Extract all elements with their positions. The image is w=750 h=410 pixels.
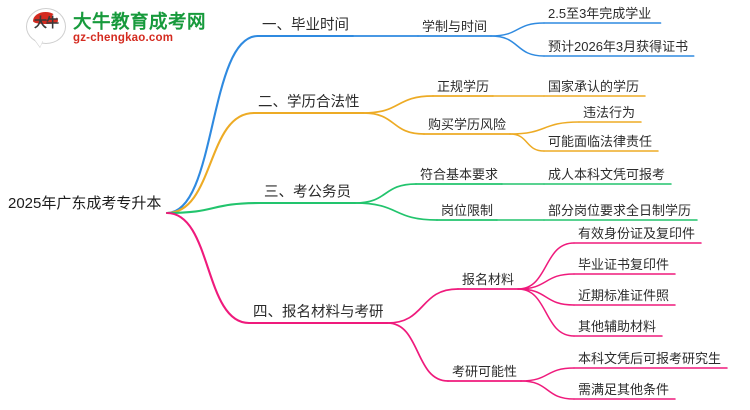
connector-path bbox=[386, 322, 449, 382]
connector-path bbox=[520, 380, 575, 400]
subnode-civil_service-0[interactable]: 符合基本要求 bbox=[420, 167, 499, 182]
connector-path bbox=[490, 35, 545, 57]
connector-path bbox=[165, 34, 260, 215]
logo-bubble-tail bbox=[35, 40, 43, 47]
leaf-graduation-0-1[interactable]: 预计2026年3月获得证书 bbox=[548, 39, 689, 54]
leaf-legality-1-0[interactable]: 违法行为 bbox=[583, 105, 636, 120]
root-node[interactable]: 2025年广东成考专升本 bbox=[8, 195, 162, 212]
leaf-materials-0-1[interactable]: 毕业证书复印件 bbox=[578, 257, 670, 272]
connector-path bbox=[165, 201, 262, 215]
branch-node-legality[interactable]: 二、学历合法性 bbox=[258, 94, 360, 111]
connector-path bbox=[517, 273, 575, 290]
subnode-graduation-0[interactable]: 学制与时间 bbox=[422, 19, 488, 34]
leaf-civil_service-1-0[interactable]: 部分岗位要求全日制学历 bbox=[548, 203, 692, 218]
subnode-materials-1[interactable]: 考研可能性 bbox=[452, 364, 518, 379]
logo-swoosh-shape bbox=[33, 11, 58, 24]
site-logo: 大牛 大牛教育成考网 gz-chengkao.com bbox=[26, 8, 206, 48]
subnode-legality-1[interactable]: 购买学历风险 bbox=[428, 117, 507, 132]
connector-path bbox=[165, 211, 251, 325]
leaf-materials-1-1[interactable]: 需满足其他条件 bbox=[578, 382, 670, 397]
subnode-legality-0[interactable]: 正规学历 bbox=[437, 79, 490, 94]
leaf-materials-1-0[interactable]: 本科文凭后可报考研究生 bbox=[578, 351, 722, 366]
connector-path bbox=[517, 288, 575, 337]
leaf-civil_service-0-0[interactable]: 成人本科文凭可报考 bbox=[548, 167, 666, 182]
connector-path bbox=[490, 22, 545, 37]
leaf-materials-0-2[interactable]: 近期标准证件照 bbox=[578, 288, 670, 303]
leaf-graduation-0-0[interactable]: 2.5至3年完成学业 bbox=[548, 6, 652, 21]
logo-badge-icon: 大牛 bbox=[26, 8, 66, 48]
connector-path bbox=[362, 95, 434, 114]
subnode-materials-0[interactable]: 报名材料 bbox=[462, 272, 515, 287]
connector-path bbox=[386, 288, 459, 324]
logo-domain: gz-chengkao.com bbox=[73, 32, 174, 45]
leaf-legality-0-0[interactable]: 国家承认的学历 bbox=[548, 79, 640, 94]
branch-node-civil_service[interactable]: 三、考公务员 bbox=[264, 184, 351, 201]
logo-swoosh-dot bbox=[51, 14, 57, 19]
logo-text-block: 大牛教育成考网 gz-chengkao.com bbox=[73, 10, 207, 45]
connector-path bbox=[362, 112, 425, 135]
connector-path bbox=[354, 202, 438, 221]
connector-path bbox=[165, 111, 256, 215]
connector-path bbox=[517, 242, 575, 290]
logo-site-name: 大牛教育成考网 bbox=[73, 10, 207, 32]
connector-path bbox=[509, 133, 545, 152]
connector-path bbox=[354, 183, 417, 204]
logo-badge-text: 大牛 bbox=[33, 15, 59, 30]
connector-path bbox=[517, 288, 575, 306]
connector-path bbox=[520, 367, 575, 382]
leaf-materials-0-3[interactable]: 其他辅助材料 bbox=[578, 319, 657, 334]
connector-path bbox=[509, 121, 580, 135]
leaf-materials-0-0[interactable]: 有效身份证及复印件 bbox=[578, 226, 696, 241]
branch-node-materials[interactable]: 四、报名材料与考研 bbox=[253, 304, 384, 321]
branch-node-graduation[interactable]: 一、毕业时间 bbox=[262, 17, 349, 34]
subnode-civil_service-1[interactable]: 岗位限制 bbox=[441, 203, 494, 218]
leaf-legality-1-1[interactable]: 可能面临法律责任 bbox=[548, 134, 653, 149]
